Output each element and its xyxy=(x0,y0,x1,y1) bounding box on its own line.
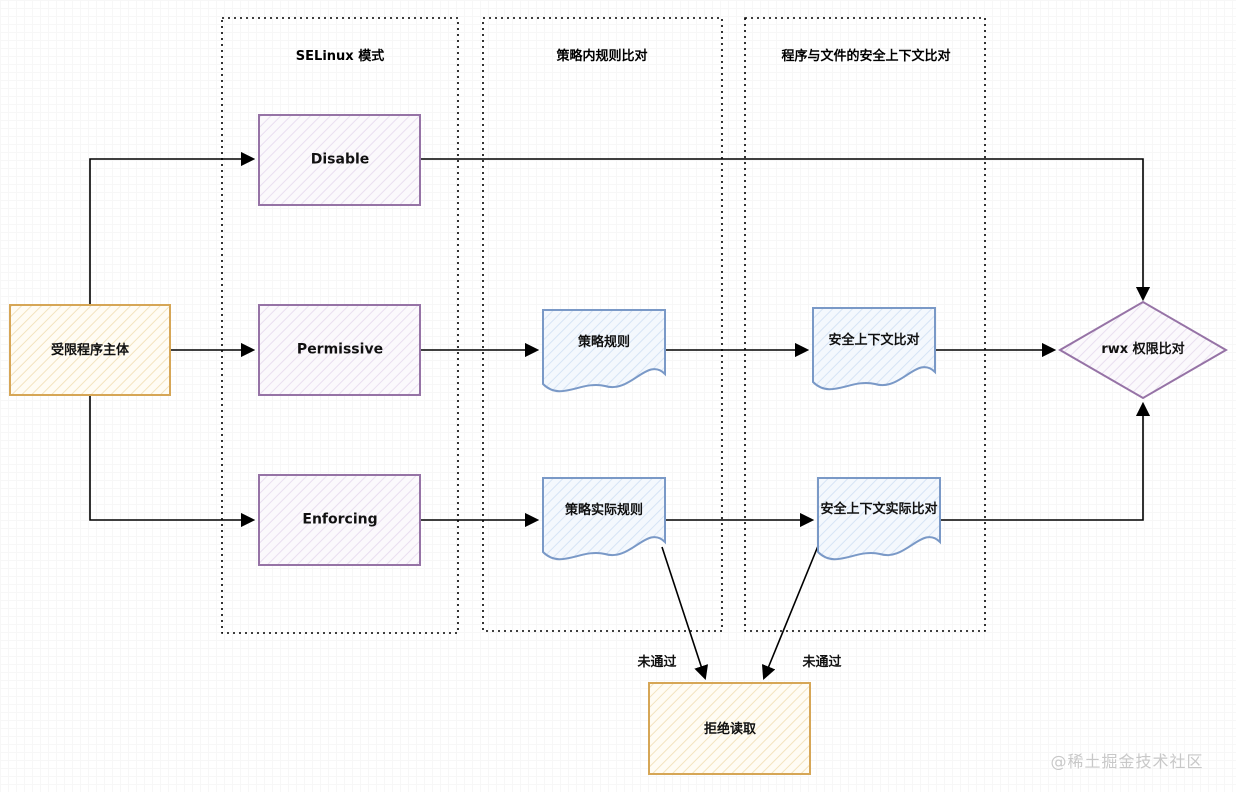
node-permissive xyxy=(258,304,421,396)
node-subject xyxy=(9,304,171,396)
edge-contextactual-deny xyxy=(761,545,819,680)
edge-label-fail-right: 未通过 xyxy=(802,654,842,670)
label-enforcing: Enforcing xyxy=(302,511,378,528)
edge-label-fail-left: 未通过 xyxy=(637,654,677,670)
label-disable: Disable xyxy=(310,151,370,168)
edge-policyactual-deny xyxy=(661,546,709,681)
edge-disable-rwx xyxy=(420,158,1151,302)
label-subject: 受限程序主体 xyxy=(50,342,130,358)
lane-context-compare xyxy=(744,17,986,632)
label-rwx-decision: rwx 权限比对 xyxy=(1101,341,1185,357)
label-policy-actual-rule: 策略实际规则 xyxy=(564,502,644,518)
watermark: @稀土掘金技术社区 xyxy=(1050,752,1204,771)
lane-title-selinux-mode: SELinux 模式 xyxy=(295,48,385,64)
edge-subject-enforcing xyxy=(89,395,256,528)
label-policy-rule: 策略规则 xyxy=(577,334,631,350)
node-enforcing xyxy=(258,474,421,566)
label-context-compare: 安全上下文比对 xyxy=(828,332,920,348)
node-context-compare xyxy=(812,307,936,391)
node-policy-actual-rule xyxy=(542,477,666,561)
node-deny-read xyxy=(648,682,811,775)
lane-title-context: 程序与文件的安全上下文比对 xyxy=(781,48,951,64)
connectors xyxy=(89,151,1151,681)
node-rwx-decision xyxy=(1058,300,1228,400)
label-context-actual-compare: 安全上下文实际比对 xyxy=(820,501,938,517)
lane-title-policy-rule: 策略内规则比对 xyxy=(556,48,648,64)
edge-contextactual-rwx xyxy=(940,401,1151,521)
node-context-actual-compare xyxy=(817,477,941,561)
node-disable xyxy=(258,114,421,206)
node-policy-rule xyxy=(542,309,666,393)
edge-subject-disable xyxy=(89,151,256,305)
label-deny-read: 拒绝读取 xyxy=(703,721,757,737)
label-permissive: Permissive xyxy=(296,341,384,358)
